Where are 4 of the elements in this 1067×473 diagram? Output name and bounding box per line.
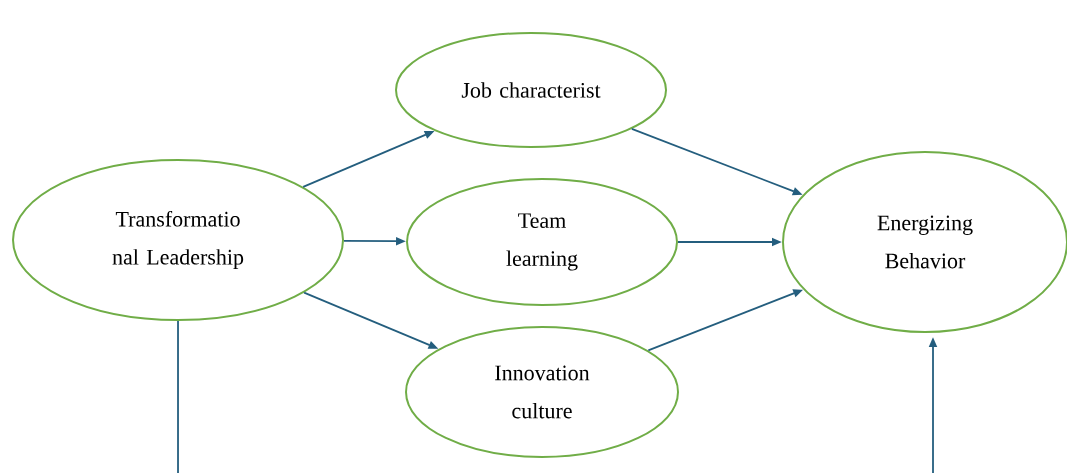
ellipse-node: Team learning	[406, 178, 678, 306]
ellipse-node: Innovation culture	[405, 326, 679, 458]
ellipse-node: Transformatio nal Leadership	[12, 159, 344, 321]
ellipse-node: Job characterist	[395, 32, 667, 148]
